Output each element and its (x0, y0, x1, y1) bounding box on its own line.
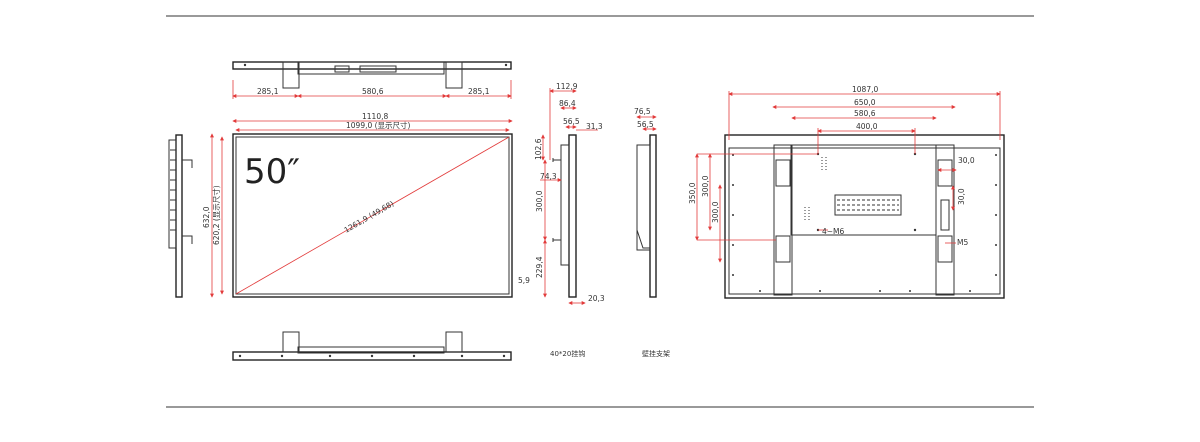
rear-r1: 30,0 (958, 156, 975, 165)
top-center-dim: 580,6 (362, 87, 384, 96)
top-right-dim: 285,1 (468, 87, 490, 96)
screen-size-label: 50″ (244, 152, 300, 192)
side-d4: 31,3 (586, 122, 603, 131)
wall-d2: 56,5 (637, 120, 654, 129)
wall-d1: 76,5 (634, 107, 651, 116)
rear-m5: M5 (957, 238, 968, 247)
side-d8: 229,4 (535, 256, 544, 278)
rear-w4: 400,0 (856, 122, 878, 131)
rear-r2: 30,0 (957, 188, 966, 205)
bottom-view (232, 331, 512, 361)
side-d7: 300,0 (535, 190, 544, 212)
rear-h1: 350,0 (688, 182, 697, 204)
front-outer-height: 632,0 (202, 206, 211, 228)
side-d3: 56,5 (563, 117, 580, 126)
side-view: 112,9 86,4 56,5 31,3 102,6 74,3 300,0 22… (534, 82, 605, 358)
wall-caption: 壁挂支架 (642, 349, 670, 358)
rear-h2: 300,0 (701, 175, 710, 197)
left-profile (168, 134, 193, 298)
hook-caption: 40*20挂钩 (550, 349, 585, 358)
front-inner-height: 620,2 (显示尺寸) (211, 185, 221, 245)
top-view: 285,1 580,6 285,1 (232, 61, 512, 99)
side-d5: 102,6 (534, 138, 543, 160)
side-d6: 74,3 (540, 172, 557, 181)
rear-view: 1087,0 650,0 580,6 400,0 350,0 300,0 300… (688, 85, 1005, 299)
front-inner-width: 1099,0 (显示尺寸) (346, 120, 411, 130)
front-view: 50″ 1110,8 1099,0 (显示尺寸) 632,0 620,2 (显示… (202, 112, 530, 298)
side-d1: 112,9 (556, 82, 578, 91)
front-outer-width: 1110,8 (362, 112, 388, 121)
rear-h3: 300,0 (711, 201, 720, 223)
rear-screws: 4~M6 (822, 227, 845, 236)
side-d9: 20,3 (588, 294, 605, 303)
side-d2: 86,4 (559, 99, 576, 108)
top-left-dim: 285,1 (257, 87, 279, 96)
front-bezel: 5,9 (518, 276, 530, 285)
front-diagonal: 1261,9 (49,68) (343, 199, 396, 235)
rear-w2: 650,0 (854, 98, 876, 107)
wall-bracket-view: 76,5 56,5 壁挂支架 (634, 107, 670, 358)
rear-w3: 580,6 (854, 109, 876, 118)
rear-w1: 1087,0 (852, 85, 878, 94)
